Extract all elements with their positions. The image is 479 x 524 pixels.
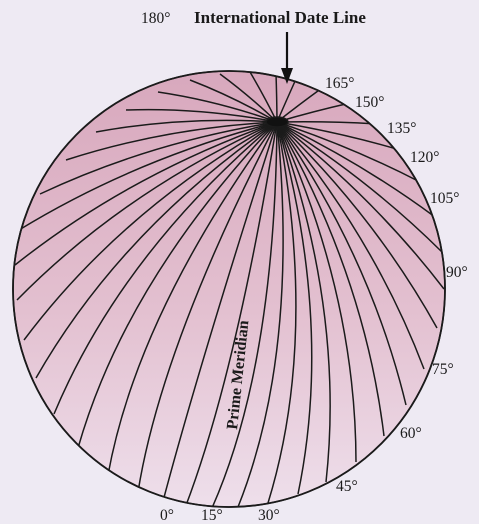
degree-label-150: 150° xyxy=(355,94,384,111)
pole-convergence-point xyxy=(266,117,288,127)
degree-label-90: 90° xyxy=(446,264,468,281)
degree-label-75: 75° xyxy=(432,361,454,378)
degree-label-0: 0° xyxy=(160,507,174,524)
date-line-degree-label: 180° xyxy=(141,10,170,27)
degree-label-105: 105° xyxy=(430,190,459,207)
degree-label-165: 165° xyxy=(325,75,354,92)
degree-label-30: 30° xyxy=(258,507,280,524)
degree-label-135: 135° xyxy=(387,120,416,137)
date-line-title: International Date Line xyxy=(194,8,366,27)
degree-label-120: 120° xyxy=(410,149,439,166)
degree-label-45: 45° xyxy=(336,478,358,495)
degree-label-15: 15° xyxy=(201,507,223,524)
degree-label-60: 60° xyxy=(400,425,422,442)
